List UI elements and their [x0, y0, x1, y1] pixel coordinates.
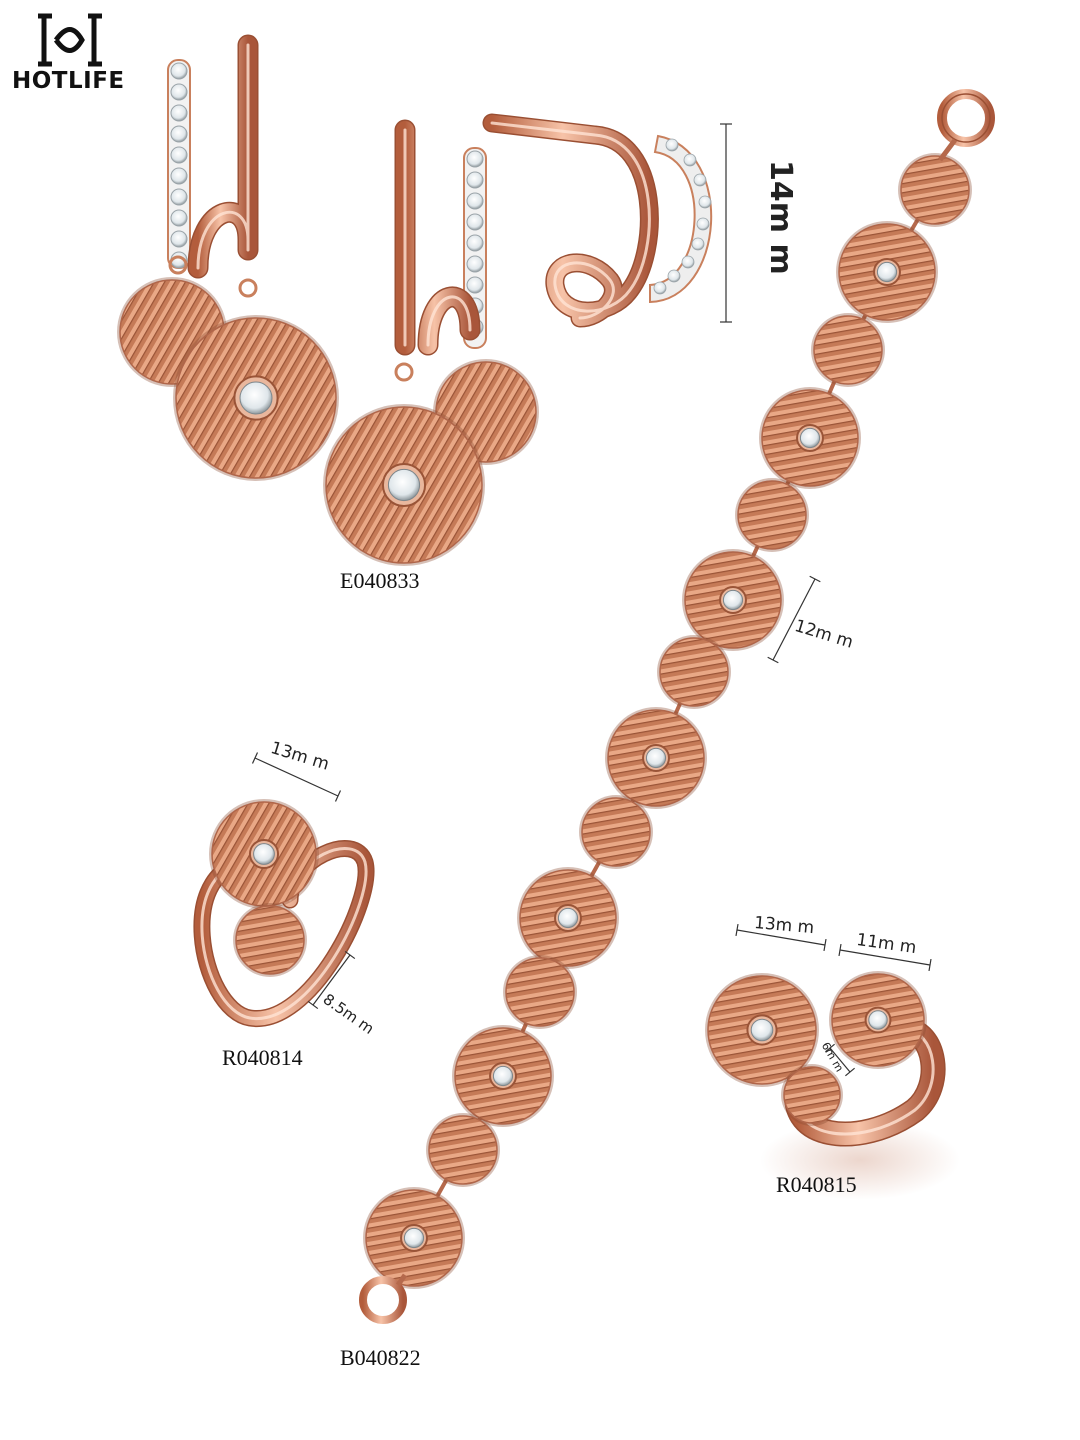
earring-right-ring: [238, 278, 258, 298]
earring-height-dimension-line: [720, 123, 732, 323]
bracelet-disc: [735, 478, 809, 552]
ring-b-left-dimension-line: [735, 923, 827, 952]
ring-b-right-disc: [829, 971, 927, 1069]
hotlife-logo-icon: [38, 13, 102, 67]
crystal-gem: [750, 1018, 774, 1042]
ring-a-band-dimension-line: [307, 950, 356, 1010]
bracelet-disc: [657, 635, 731, 709]
earring-left-tube: [187, 34, 259, 279]
ring-b-shadow: [760, 1120, 960, 1200]
crystal-gem: [876, 261, 898, 283]
crystal-gem: [868, 1010, 888, 1030]
ring-a-lower-disc: [233, 903, 307, 977]
bracelet-disc: [452, 1025, 554, 1127]
bracelet-dimension-line: [767, 575, 821, 664]
crystal-gem: [557, 907, 579, 929]
bracelet-disc: [898, 153, 972, 227]
bracelet-disc: [517, 867, 619, 969]
bracelet-disc: [579, 795, 653, 869]
crystal-gem: [403, 1227, 425, 1249]
crystal-gem: [722, 589, 744, 611]
bracelet-disc: [503, 955, 577, 1029]
earring-left-ring: [168, 255, 188, 275]
earring-middle-tube: [394, 119, 481, 356]
earring-hoop-tube: [482, 113, 659, 328]
brand-name: HOTLIFE: [12, 68, 125, 94]
earring-left-large-disc: [173, 315, 339, 481]
ring-b-left-disc: [705, 973, 819, 1087]
bracelet-disc: [836, 221, 938, 323]
crystal-gem: [387, 468, 421, 502]
earring-middle-ring: [394, 362, 414, 382]
bracelet-disc: [426, 1113, 500, 1187]
ring-b-product-code: R040815: [776, 1172, 857, 1197]
ring-b-right-dimension-line: [838, 943, 932, 972]
bracelet-disc: [605, 707, 707, 809]
crystal-gem: [799, 427, 821, 449]
bracelet-product-code: B040822: [340, 1345, 421, 1370]
crystal-gem: [253, 843, 275, 865]
crystal-gem: [239, 381, 273, 415]
bracelet-disc: [759, 387, 861, 489]
earring-left-crystal-bar: [167, 59, 191, 269]
earring-middle-large-disc: [323, 404, 485, 566]
crystal-gem: [645, 747, 667, 769]
earring-height-dimension: 14m m: [763, 160, 798, 275]
bracelet-disc: [811, 313, 885, 387]
ring-a-top-disc: [209, 799, 319, 909]
ring-b-small-disc: [781, 1064, 843, 1126]
bracelet-end-ring: [359, 1276, 407, 1324]
ring-a-top-dimension-line: [251, 752, 342, 802]
bracelet-disc: [682, 549, 784, 651]
ring-a-band: [193, 840, 375, 1027]
crystal-gem: [492, 1065, 514, 1087]
earrings-product-code: E040833: [340, 568, 420, 593]
ring-b-small-dimension-line: [825, 1043, 855, 1077]
bracelet-disc: [363, 1187, 465, 1289]
ring-a-product-code: R040814: [222, 1045, 303, 1070]
